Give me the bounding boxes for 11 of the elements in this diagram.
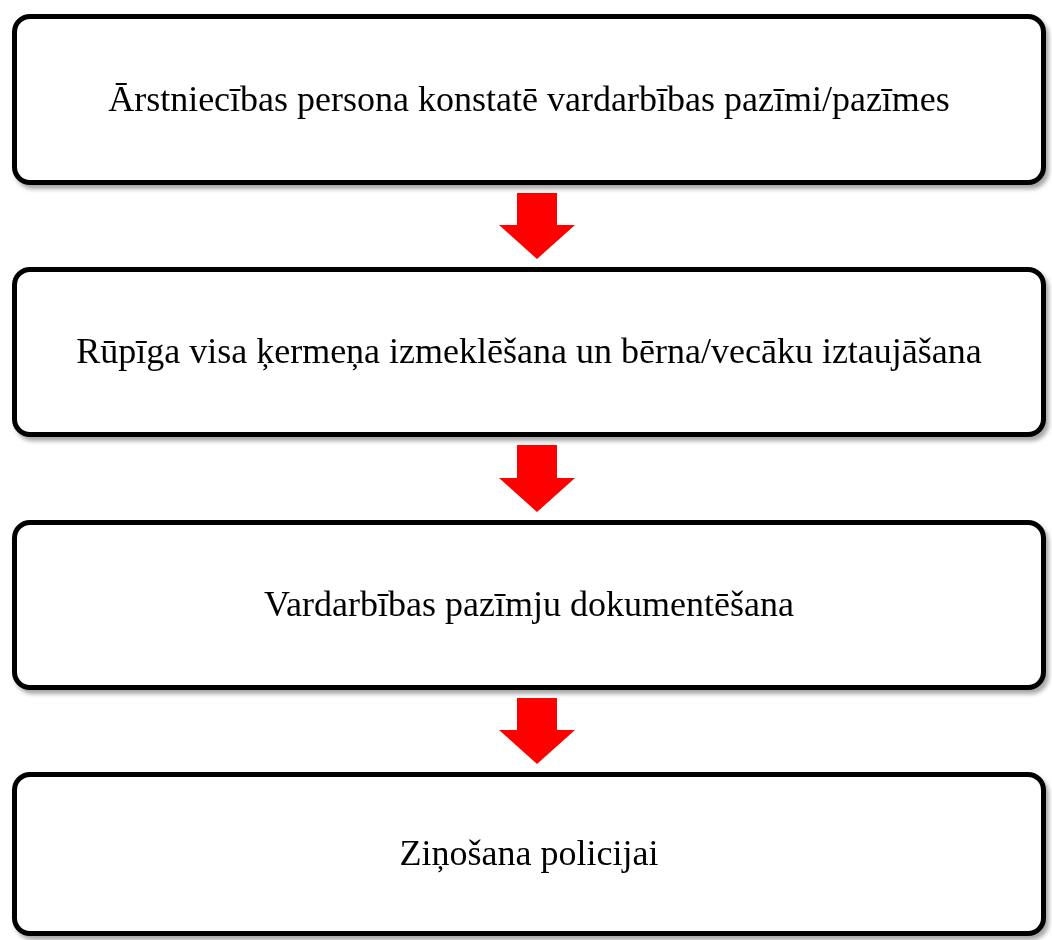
process-box (12, 772, 1046, 936)
block-arrow (499, 698, 575, 764)
process-box (12, 520, 1046, 690)
block-arrow (499, 445, 575, 512)
block-arrow (499, 193, 575, 259)
step-text: Vardarbības pazīmju dokumentēšana (264, 584, 794, 626)
process-box (12, 267, 1046, 437)
step-text: Rūpīga visa ķermeņa izmeklēšana un bērna/vecāku iztaujāšana (76, 331, 982, 373)
step-text: Ziņošana policijai (399, 833, 659, 875)
step-text: Ārstniecības persona konstatē vardarbības pazīmi/pazīmes (108, 78, 950, 121)
process-box (12, 14, 1046, 185)
